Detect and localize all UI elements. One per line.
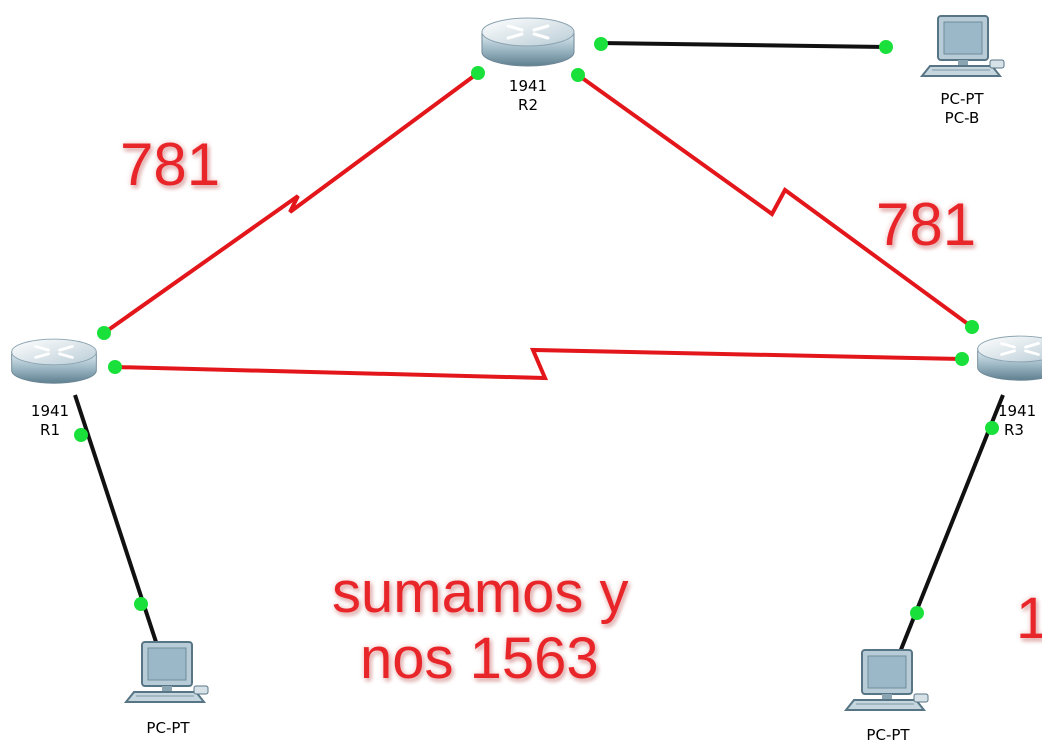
- pc-icon: [123, 641, 209, 703]
- router-r1[interactable]: [8, 333, 100, 393]
- sum-annotation-line2: nos 1563: [360, 626, 599, 691]
- router-icon: [11, 338, 97, 384]
- router-name-label: R1: [40, 421, 60, 439]
- pc-icon: [919, 15, 1005, 77]
- port-indicator: [74, 428, 88, 442]
- pc-left[interactable]: [123, 640, 212, 708]
- router-r2[interactable]: [478, 14, 578, 74]
- port-indicator: [134, 597, 148, 611]
- cost-annotation-r1-r2: 781: [120, 131, 221, 198]
- router-icon: [481, 17, 575, 67]
- pc-model-label: PC-PT: [940, 90, 984, 108]
- port-indicator: [571, 68, 585, 82]
- port-indicators: [74, 37, 999, 620]
- port-indicator: [471, 66, 485, 80]
- pc-b[interactable]: [919, 14, 1008, 82]
- port-indicator: [108, 360, 122, 374]
- pc-model-label: PC-PT: [866, 726, 910, 744]
- pc-name-label: PC-B: [944, 109, 980, 127]
- router-r3-label: 1941 R3: [998, 402, 1042, 440]
- pc-right-label: PC-PT: [850, 726, 926, 745]
- pc-right[interactable]: [843, 648, 932, 716]
- serial-link-r1-r2[interactable]: [102, 71, 480, 335]
- pc-model-label: PC-PT: [146, 719, 190, 737]
- router-model-label: 1941: [508, 77, 548, 95]
- router-model-label: 1941: [30, 402, 70, 420]
- port-indicator: [955, 352, 969, 366]
- sum-annotation-line1: sumamos y: [332, 560, 629, 625]
- port-indicator: [965, 320, 979, 334]
- pc-icon: [843, 649, 929, 711]
- router-name-label: R2: [518, 96, 538, 114]
- pc-left-label: PC-PT: [130, 719, 206, 738]
- router-r3[interactable]: [974, 330, 1042, 390]
- port-indicator: [594, 37, 608, 51]
- ethernet-link-r2-pcb[interactable]: [599, 41, 887, 49]
- serial-link-r1-r3[interactable]: [114, 347, 963, 381]
- pc-b-label: PC-PT PC-B: [924, 90, 1000, 128]
- cut-off-annotation: 1: [1016, 586, 1042, 651]
- port-indicator: [97, 326, 111, 340]
- serial-link-r2-r3[interactable]: [576, 73, 974, 329]
- router-icon: [977, 335, 1042, 381]
- port-indicator: [879, 40, 893, 54]
- router-model-label: 1941: [998, 402, 1037, 420]
- port-indicator: [985, 421, 999, 435]
- router-r1-label: 1941 R1: [26, 402, 74, 440]
- cost-annotation-r2-r3: 781: [876, 191, 977, 258]
- router-r2-label: 1941 R2: [498, 77, 558, 115]
- port-indicator: [910, 606, 924, 620]
- router-name-label: R3: [1004, 421, 1024, 439]
